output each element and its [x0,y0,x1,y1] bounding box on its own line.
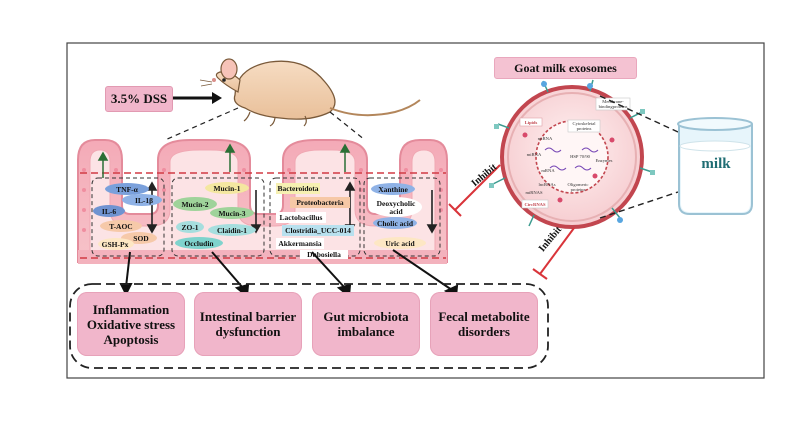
inflammation-marker-box [91,177,165,257]
beaker-line-top [599,95,679,133]
green-villus-arrows [97,143,351,178]
outcome-inflammation-line2: Oxidative stress [86,316,176,332]
marker-mucin3: Mucin-3 [218,209,245,218]
projection-line-right [329,111,366,141]
marker-akkermansia: Akkermansia [278,239,322,248]
marker-taoc: T-AOC [109,222,132,231]
marker-uric: Uric acid [385,239,415,248]
marker-occludin: Occludin [184,239,214,248]
marker-tnf: TNF-α [116,185,138,194]
outcome-metabolite-line2: disorders [457,324,510,339]
outcome-metabolite: Fecal metabolite disorders [430,292,538,356]
projection-line-left [164,107,239,141]
outcome-microbiota-line2: imbalance [337,324,395,339]
deoxycholic-text: Deoxycholic acid [376,199,416,216]
inflammation-ovals [93,183,162,250]
cargo-mirnas2: miRNAS [525,190,543,195]
marker-il6: IL-6 [102,207,116,216]
marker-labels: TNF-α IL-1β IL-6 T-AOC SOD GSH-Px Mucin-… [102,184,416,259]
marker-cholic: Cholic acid [377,219,414,228]
outcome-inflammation: Inflammation Oxidative stress Apoptosis [77,292,185,356]
outcome-microbiota-line1: Gut microbiota [323,309,409,324]
outcome-inflammation-line1: Inflammation [92,301,170,317]
cargo-rna-small: miRNA [538,136,553,141]
barrier-ovals [173,182,256,249]
metabolite-ovals [370,183,426,249]
marker-il1b: IL-1β [135,196,153,205]
outcome-barrier-line1: Intestinal barrier [199,309,297,324]
mouse-illustration [199,58,421,127]
marker-gshpx: GSH-Px [102,240,129,249]
marker-clostridia: Clostridia_UCC-014 [285,226,351,235]
dss-treatment-box: 3.5% DSS [105,86,173,112]
deoxycholic-label: Deoxycholic acid [370,199,422,217]
beaker-illustration [677,117,753,215]
cargo-lipids: Lipids [525,120,538,125]
marker-proteobacteria: Proteobacteria [296,198,344,207]
milk-label: milk [701,155,731,172]
outcome-metabolite-line1: Fecal metabolite [438,309,530,324]
marker-mucin1: Mucin-1 [213,184,240,193]
exosome-title-box: Goat milk exosomes [494,57,637,79]
outcome-barrier: Intestinal barrier dysfunction [194,292,302,356]
outcome-barrier-line2: dysfunction [215,324,281,339]
barrier-marker-box [171,177,265,257]
marker-lactobacillus: Lactobacillus [280,213,323,222]
marker-claidin1: Claidin-1 [217,226,247,235]
dss-arrow [172,92,222,104]
outcomes-dashed-box [69,283,549,369]
inhibit-lines [448,164,575,280]
outcome-inflammation-line3: Apoptosis [103,331,159,347]
outcome-microbiota: Gut microbiota imbalance [312,292,420,356]
cargo-enzymes: Enzymes [596,158,613,163]
beaker-line-bottom [599,191,679,219]
exosome-title: Goat milk exosomes [514,60,617,75]
marker-sod: SOD [133,234,149,243]
cargo-circrna: CircRNAS [524,202,546,207]
microbiota-tags [276,183,354,259]
exosome-illustration [489,79,655,229]
marker-xanthine: Xanthine [378,185,408,194]
cargo-hsp: HSP 70/90 [570,154,591,159]
microbiota-marker-box [269,177,361,257]
milk-label-box: milk [688,153,744,175]
dss-label: 3.5% DSS [110,91,168,106]
marker-zo1: ZO-1 [181,223,198,232]
cargo-lncrna: lncRNAs [538,182,555,187]
marker-bacteroidota: Bacteroidota [277,184,318,193]
marker-mucin2: Mucin-2 [181,200,208,209]
cargo-mrna: mRNA [541,168,555,173]
marker-dubosiella: Dubosiella [307,250,341,259]
metabolite-marker-box [363,177,441,257]
cargo-mirna: miRNA [527,152,542,157]
